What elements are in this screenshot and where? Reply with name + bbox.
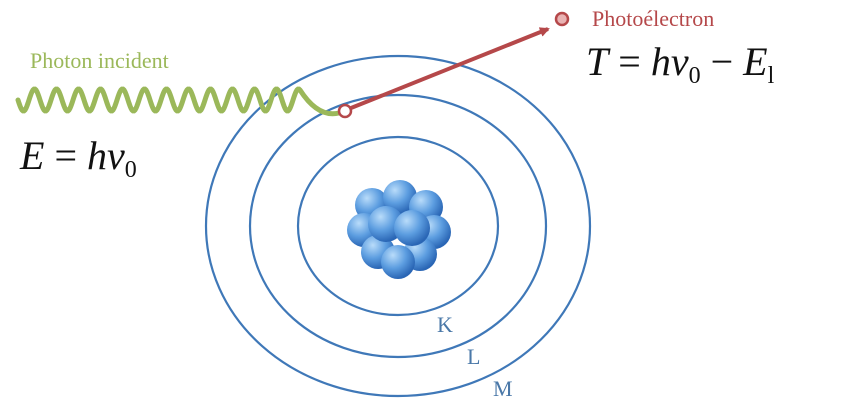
shell-k-orbit bbox=[296, 135, 500, 317]
eq-frequency-subscript: 0 bbox=[688, 63, 701, 89]
eq-planck-symbol: h bbox=[650, 39, 671, 84]
eq-energy-symbol: E bbox=[20, 133, 45, 178]
nucleus bbox=[347, 180, 451, 279]
photoelectron-dot bbox=[554, 11, 570, 27]
photon-incident-label: Photon incident bbox=[30, 48, 169, 73]
shell-k-label: K bbox=[437, 312, 453, 337]
eq-equals: = bbox=[44, 133, 87, 178]
shell-m-orbit bbox=[204, 54, 592, 398]
shell-m-label: M bbox=[493, 376, 513, 401]
photoelectron-energy-equation: T = hν0 − El bbox=[586, 39, 775, 89]
eq-binding-subscript: l bbox=[767, 63, 775, 89]
eq-kinetic-symbol: T bbox=[586, 39, 609, 84]
ejection-electron bbox=[337, 103, 353, 119]
eq-frequency-symbol: ν bbox=[107, 133, 125, 178]
photon-energy-equation: E = hν0 bbox=[20, 133, 137, 183]
eq-planck-symbol: h bbox=[87, 133, 107, 178]
eq-frequency-subscript: 0 bbox=[124, 157, 137, 183]
shell-l-orbit bbox=[248, 93, 548, 359]
photon-wave bbox=[15, 86, 342, 117]
eq-binding-energy-symbol: E bbox=[743, 39, 768, 84]
shell-l-label: L bbox=[467, 344, 481, 369]
photoelectron-label: Photoélectron bbox=[592, 6, 715, 31]
nucleon bbox=[394, 210, 430, 246]
eq-equals: = bbox=[608, 39, 651, 84]
eq-frequency-symbol: ν bbox=[670, 39, 689, 84]
photoelectron-arrow bbox=[350, 27, 550, 110]
nucleon bbox=[381, 245, 415, 279]
nucleon bbox=[383, 180, 417, 214]
eq-minus: − bbox=[700, 39, 744, 84]
